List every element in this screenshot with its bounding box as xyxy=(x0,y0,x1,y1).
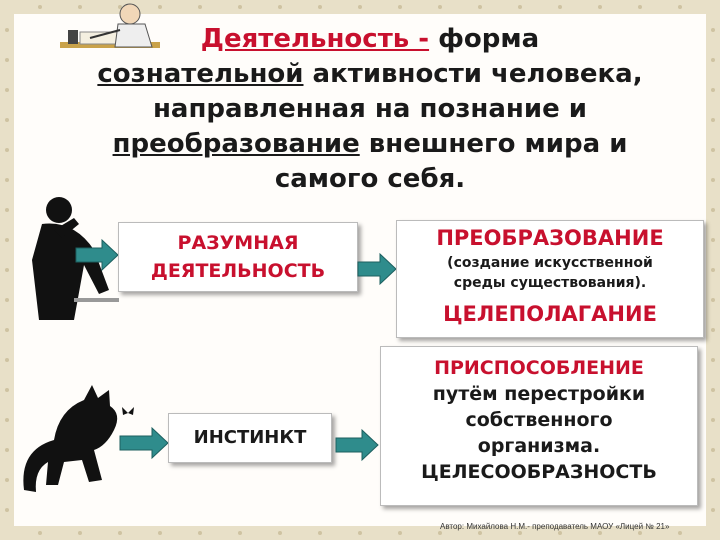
title-underlined-transformation: преобразование xyxy=(112,129,360,159)
expediency-label: ЦЕЛЕСООБРАЗНОСТЬ xyxy=(421,461,657,483)
rational-activity-box: РАЗУМНАЯ ДЕЯТЕЛЬНОСТЬ xyxy=(118,222,358,292)
arrow-right-icon xyxy=(119,426,169,460)
transformation-sub1: (создание искусственной xyxy=(447,255,653,271)
title-text-3: направленная на познание и xyxy=(152,94,588,124)
arrow-right-icon xyxy=(75,238,119,272)
arrow-right-icon xyxy=(335,428,379,462)
slide-title: Деятельность - форма сознательной активн… xyxy=(40,22,700,197)
adaptation-heading: ПРИСПОСОБЛЕНИЕ xyxy=(434,357,644,379)
title-text-5: самого себя. xyxy=(274,164,466,194)
instinct-label: ИНСТИНКТ xyxy=(193,427,307,448)
term-activity: Деятельность - xyxy=(200,24,430,54)
author-footer: Автор: Михайлова Н.М.- преподаватель МАО… xyxy=(440,522,670,531)
instinct-box: ИНСТИНКТ xyxy=(168,413,332,463)
adaptation-line4: организма. xyxy=(477,435,601,457)
transformation-sub2: среды существования). xyxy=(453,275,647,291)
rational-line2: ДЕЯТЕЛЬНОСТЬ xyxy=(150,260,326,282)
adaptation-box: ПРИСПОСОБЛЕНИЕ путём перестройки собстве… xyxy=(380,346,698,506)
title-text-1: форма xyxy=(429,24,540,54)
adaptation-line2: путём перестройки xyxy=(432,383,646,405)
title-text-4: внешнего мира и xyxy=(359,129,628,159)
goal-setting-label: ЦЕЛЕПОЛАГАНИЕ xyxy=(443,302,657,326)
title-text-2: активности человека, xyxy=(303,59,643,89)
cat-silhouette xyxy=(23,385,118,492)
title-underlined-conscious: сознательной xyxy=(97,59,304,89)
adaptation-line3: собственного xyxy=(465,409,613,431)
transformation-heading: ПРЕОБРАЗОВАНИЕ xyxy=(436,226,664,250)
writer-illustration xyxy=(60,3,160,48)
rational-line1: РАЗУМНАЯ xyxy=(177,232,299,254)
arrow-right-icon xyxy=(357,252,397,286)
transformation-box: ПРЕОБРАЗОВАНИЕ (создание искусственной с… xyxy=(396,220,704,338)
butterfly-icon xyxy=(122,407,134,415)
